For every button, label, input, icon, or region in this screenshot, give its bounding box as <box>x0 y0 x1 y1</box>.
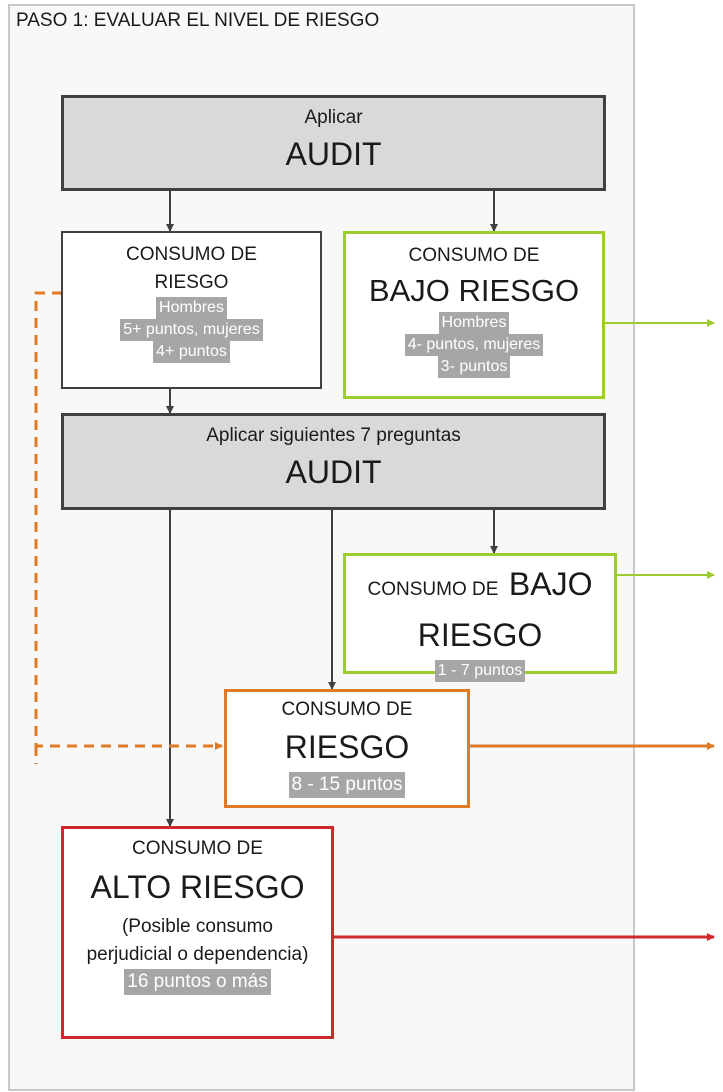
bajo-riesgo-2-title-row: CONSUMO DE BAJO <box>346 564 614 613</box>
step-title: PASO 1: EVALUAR EL NIVEL DE RIESGO <box>16 10 380 31</box>
apply-7-line2: AUDIT <box>285 454 382 490</box>
consumo-riesgo-1-criteria-1: Hombres <box>156 297 227 319</box>
apply-audit-line2: AUDIT <box>285 136 382 172</box>
alto-riesgo-desc1: (Posible consumo <box>121 916 274 937</box>
bajo-riesgo-box-1: CONSUMO DE BAJO RIESGO Hombres 4- puntos… <box>343 231 605 399</box>
bajo-riesgo-1-criteria-2: 4- puntos, mujeres <box>404 334 544 356</box>
consumo-riesgo-1-title1: CONSUMO DE <box>126 244 257 265</box>
alto-riesgo-title1: CONSUMO DE <box>132 838 263 859</box>
alto-riesgo-score: 16 puntos o más <box>124 969 271 995</box>
bajo-riesgo-2-title-small: CONSUMO DE <box>367 579 499 600</box>
bajo-riesgo-1-criteria-1: Hombres <box>438 312 510 334</box>
alto-riesgo-title2: ALTO RIESGO <box>90 869 305 905</box>
bajo-riesgo-1-title1: CONSUMO DE <box>408 245 540 266</box>
apply-audit-line1: Aplicar <box>304 107 363 128</box>
riesgo-box-2: CONSUMO DE RIESGO 8 - 15 puntos <box>224 689 470 808</box>
bajo-riesgo-1-title2: BAJO RIESGO <box>368 273 580 308</box>
alto-riesgo-desc2: perjudicial o dependencia) <box>86 944 309 965</box>
bajo-riesgo-2-title-big2: RIESGO <box>417 617 543 653</box>
bajo-riesgo-1-criteria-3: 3- puntos <box>437 356 511 378</box>
alto-riesgo-box: CONSUMO DE ALTO RIESGO (Posible consumo … <box>61 826 334 1039</box>
consumo-riesgo-1-criteria-2: 5+ puntos, mujeres <box>120 319 263 341</box>
consumo-riesgo-box-1: CONSUMO DE RIESGO Hombres 5+ puntos, muj… <box>61 231 322 389</box>
consumo-riesgo-1-title2: RIESGO <box>154 272 229 293</box>
apply-audit-box: Aplicar AUDIT <box>61 95 606 191</box>
riesgo-2-title1: CONSUMO DE <box>281 699 413 720</box>
apply-7-line1: Aplicar siguientes 7 preguntas <box>206 425 461 446</box>
bajo-riesgo-box-2: CONSUMO DE BAJO RIESGO <box>343 553 617 674</box>
bajo-riesgo-2-title-big1: BAJO <box>508 566 593 602</box>
consumo-riesgo-1-criteria-3: 4+ puntos <box>153 341 230 363</box>
riesgo-2-title2: RIESGO <box>284 729 410 765</box>
bajo-riesgo-2-score-wrap: 1 - 7 puntos <box>343 660 617 686</box>
apply-7-box: Aplicar siguientes 7 preguntas AUDIT <box>61 413 606 510</box>
bajo-riesgo-2-score: 1 - 7 puntos <box>434 660 526 682</box>
riesgo-2-score: 8 - 15 puntos <box>288 772 406 798</box>
